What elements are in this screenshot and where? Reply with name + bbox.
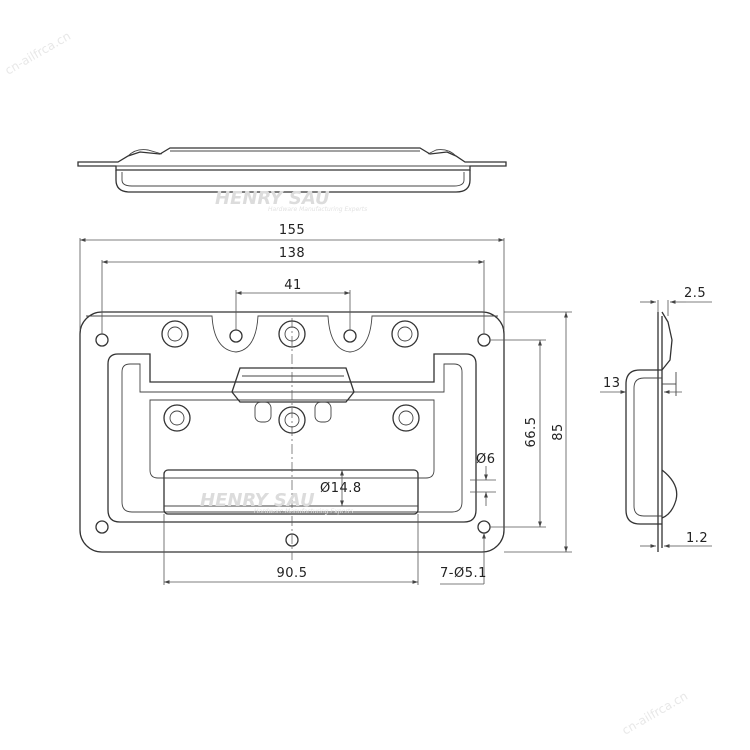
dimension-small-hole-diameter: Ø6 (470, 452, 496, 506)
dimension-side-depth: 13 (600, 376, 682, 394)
corner-watermark-bottom: cn-ailfrca.cn (620, 689, 691, 738)
svg-text:2.5: 2.5 (684, 286, 706, 301)
svg-text:155: 155 (279, 223, 305, 238)
svg-text:Ø6: Ø6 (476, 452, 496, 467)
dimension-overall-height: 85 (504, 311, 572, 553)
svg-text:7-Ø5.1: 7-Ø5.1 (440, 566, 487, 581)
dimension-side-base-thickness: 1.2 (640, 531, 712, 548)
dimension-hole-vertical-spacing: 66.5 (490, 339, 546, 528)
svg-text:Hardware Manufacturing Experts: Hardware Manufacturing Experts (268, 206, 367, 213)
svg-text:138: 138 (279, 246, 305, 261)
svg-text:HENRY SAU: HENRY SAU (200, 490, 315, 511)
dimension-mount-holes: 7-Ø5.1 (440, 533, 487, 585)
svg-text:85: 85 (551, 423, 566, 441)
dimension-center-hole-spacing: 41 (235, 278, 351, 330)
dimension-large-hole-diameter: Ø14.8 (320, 470, 362, 506)
svg-text:90.5: 90.5 (277, 566, 308, 581)
brand-watermark-top: HENRY SAU Hardware Manufacturing Experts (215, 188, 367, 213)
dimension-overall-width: 155 (79, 223, 505, 330)
top-view (77, 147, 507, 193)
svg-text:1.2: 1.2 (686, 531, 708, 546)
svg-text:Ø14.8: Ø14.8 (320, 481, 362, 496)
svg-text:13: 13 (603, 376, 621, 391)
svg-text:41: 41 (284, 278, 302, 293)
dimension-hole-spacing: 138 (101, 246, 485, 334)
svg-text:HENRY SAU: HENRY SAU (215, 188, 330, 209)
corner-watermark-top: cn-ailfrca.cn (3, 29, 74, 78)
svg-text:Hardware Manufacturing Experts: Hardware Manufacturing Experts (254, 508, 353, 515)
front-view (79, 311, 505, 560)
dimension-side-plate-thickness: 2.5 (640, 286, 712, 316)
svg-text:66.5: 66.5 (524, 417, 539, 448)
dimension-recess-width: 90.5 (163, 514, 419, 585)
side-view (625, 311, 678, 552)
brand-watermark-front: HENRY SAU Hardware Manufacturing Experts (200, 490, 353, 515)
